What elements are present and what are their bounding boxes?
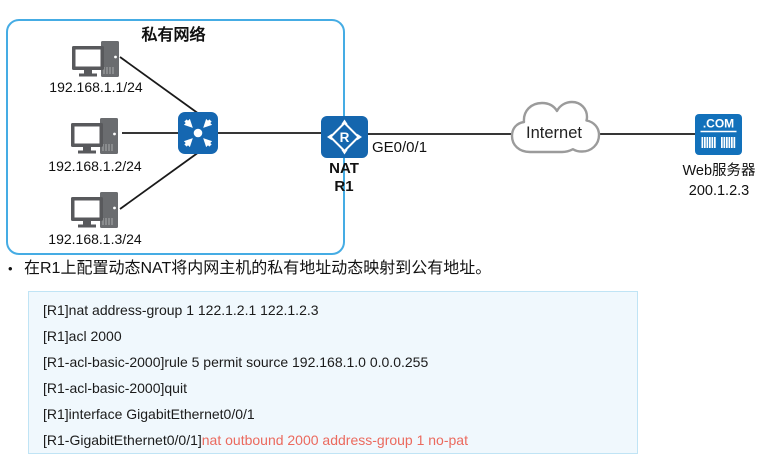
code-line-prefix: [R1-GigabitEthernet0/0/1] — [43, 432, 202, 448]
config-code-block: [R1]nat address-group 1 122.1.2.1 122.1.… — [28, 291, 638, 454]
pc-icon — [71, 192, 118, 228]
router-hostname: R1 — [334, 178, 354, 195]
host-ip-label: 192.168.1.1/24 — [49, 79, 143, 95]
private-network-title: 私有网络 — [141, 27, 206, 44]
web-server-label: Web服务器 200.1.2.3 — [658, 161, 768, 201]
internet-label: Internet — [526, 124, 582, 142]
code-line: [R1-acl-basic-2000]quit — [43, 380, 187, 396]
internet-cloud-icon: Internet — [510, 100, 601, 154]
description-text: 在R1上配置动态NAT将内网主机的私有地址动态映射到公有地址。 — [24, 260, 492, 277]
interface-label: GE0/0/1 — [372, 139, 428, 156]
pc-icon — [71, 118, 118, 154]
host-ip-label: 192.168.1.2/24 — [48, 158, 142, 174]
description-bullet: • 在R1上配置动态NAT将内网主机的私有地址动态映射到公有地址。 — [8, 258, 748, 279]
code-line: [R1-acl-basic-2000]rule 5 permit source … — [43, 354, 429, 370]
switch-icon — [178, 112, 218, 154]
private-network-box — [6, 19, 345, 255]
web-server-ip: 200.1.2.3 — [688, 183, 750, 199]
code-line-highlight: nat outbound 2000 address-group 1 no-pat — [201, 432, 468, 448]
web-server-name: Web服务器 — [682, 163, 756, 179]
router-icon: R — [321, 116, 368, 158]
host-ip-label: 192.168.1.3/24 — [48, 231, 142, 247]
router-name-label: NAT R1 — [304, 160, 384, 196]
router-letter: R — [340, 130, 350, 145]
pc-icon — [72, 41, 119, 77]
web-server-icon: .COM — [695, 114, 742, 155]
router-role: NAT — [329, 160, 359, 177]
bullet-marker: • — [8, 261, 13, 276]
code-line: [R1]interface GigabitEthernet0/0/1 — [43, 406, 255, 422]
code-line: [R1]nat address-group 1 122.1.2.1 122.1.… — [43, 302, 319, 318]
code-line: [R1]acl 2000 — [43, 328, 122, 344]
server-com-text: .COM — [703, 117, 734, 131]
code-line-highlighted: [R1-GigabitEthernet0/0/1]nat outbound 20… — [43, 427, 623, 453]
